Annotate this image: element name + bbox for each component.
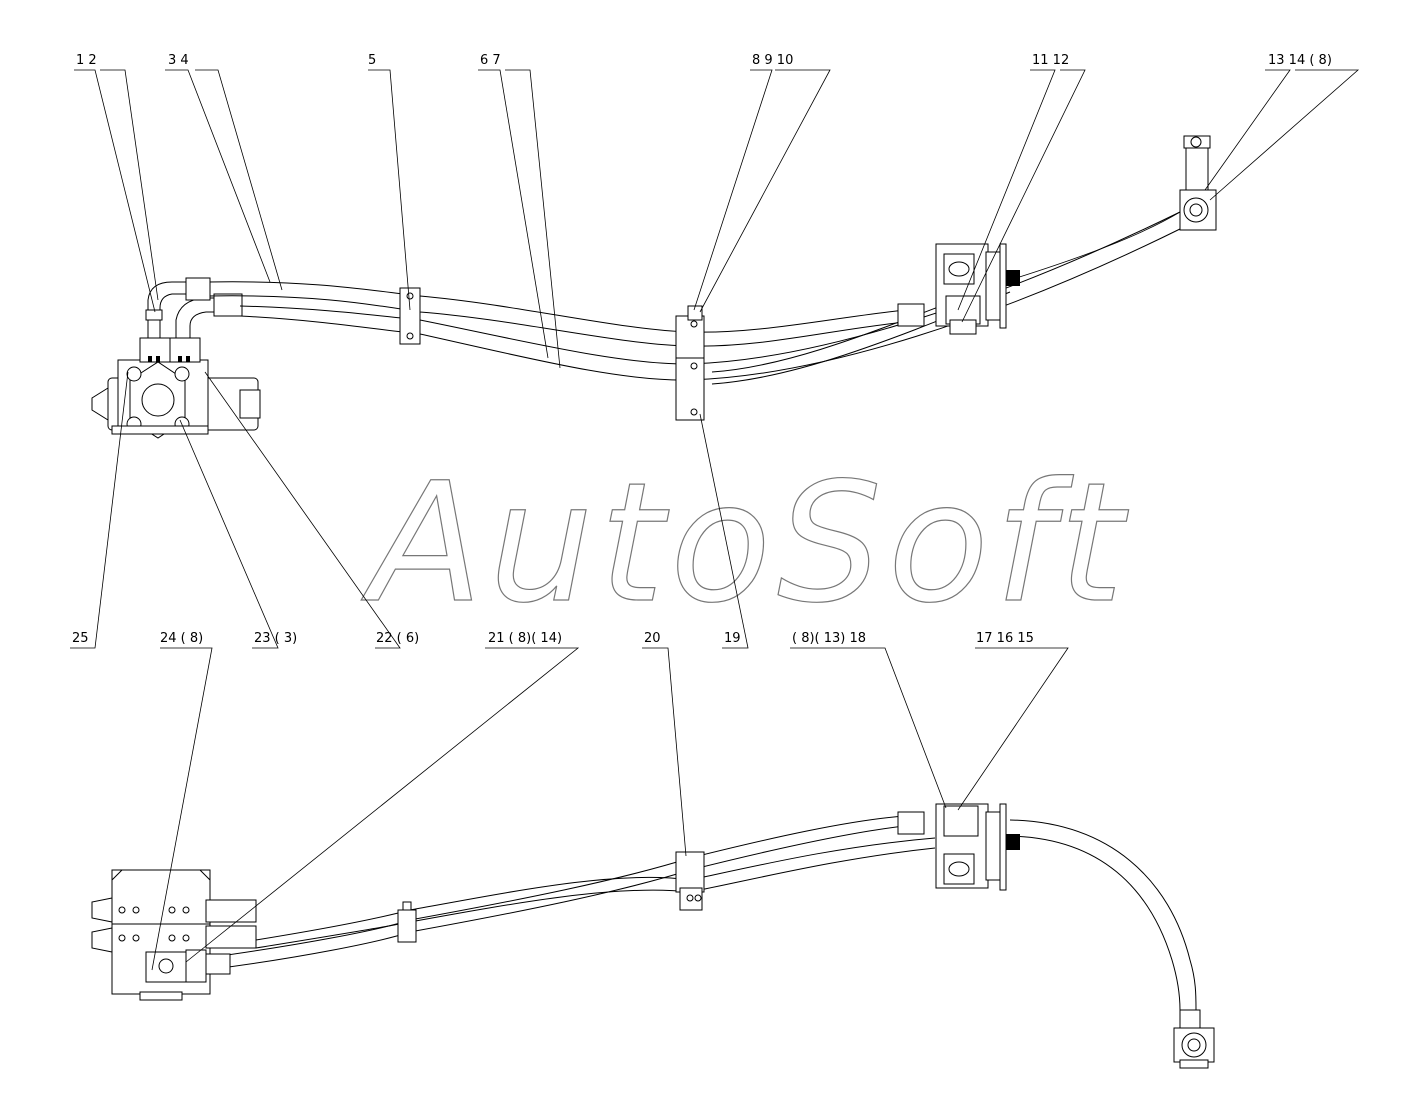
callout-20: 20 (644, 631, 661, 646)
top-assembly (70, 69, 1360, 649)
bottom-right-elbow (1173, 1009, 1215, 1069)
bottom-assembly (91, 647, 1215, 1069)
middle-leaders-up (70, 371, 749, 649)
bottom-control-valve (91, 869, 257, 1001)
callout-24: 24 ( 8) (160, 631, 203, 646)
callout-labels-middle: 25 24 ( 8) 23 ( 3) 22 ( 6) 21 ( 8)( 14) … (72, 631, 1034, 646)
callout-21: 21 ( 8)( 14) (488, 631, 562, 646)
bottom-hoses (205, 811, 1197, 1011)
top-leaders (74, 69, 1360, 369)
callout-6-7: 6 7 (480, 53, 501, 68)
bottom-pump (935, 803, 1020, 891)
top-bracket-19 (675, 305, 705, 421)
callout-22: 22 ( 6) (376, 631, 419, 646)
top-right-elbow (1179, 135, 1217, 231)
callout-8-9-10: 8 9 10 (752, 53, 793, 68)
callout-1-2: 1 2 (76, 53, 97, 68)
callout-17-16-15: 17 16 15 (976, 631, 1034, 646)
callout-13-14: 13 14 ( 8) (1268, 53, 1332, 68)
callout-23: 23 ( 3) (254, 631, 297, 646)
bottom-leaders (151, 647, 1069, 971)
callout-18: ( 8)( 13) 18 (792, 631, 866, 646)
bottom-clamp-20 (675, 851, 705, 911)
callout-11-12: 11 12 (1032, 53, 1069, 68)
callout-25: 25 (72, 631, 89, 646)
bottom-small-clamp (397, 901, 417, 943)
callout-5: 5 (368, 53, 376, 68)
top-clamp-5 (399, 287, 421, 345)
top-control-valve (91, 337, 261, 439)
callout-19: 19 (724, 631, 741, 646)
callout-3-4: 3 4 (168, 53, 189, 68)
watermark-text: AutoSoft (361, 447, 1130, 639)
callout-labels-top: 1 2 3 4 5 6 7 8 9 10 11 12 13 14 ( 8) (76, 53, 1332, 68)
